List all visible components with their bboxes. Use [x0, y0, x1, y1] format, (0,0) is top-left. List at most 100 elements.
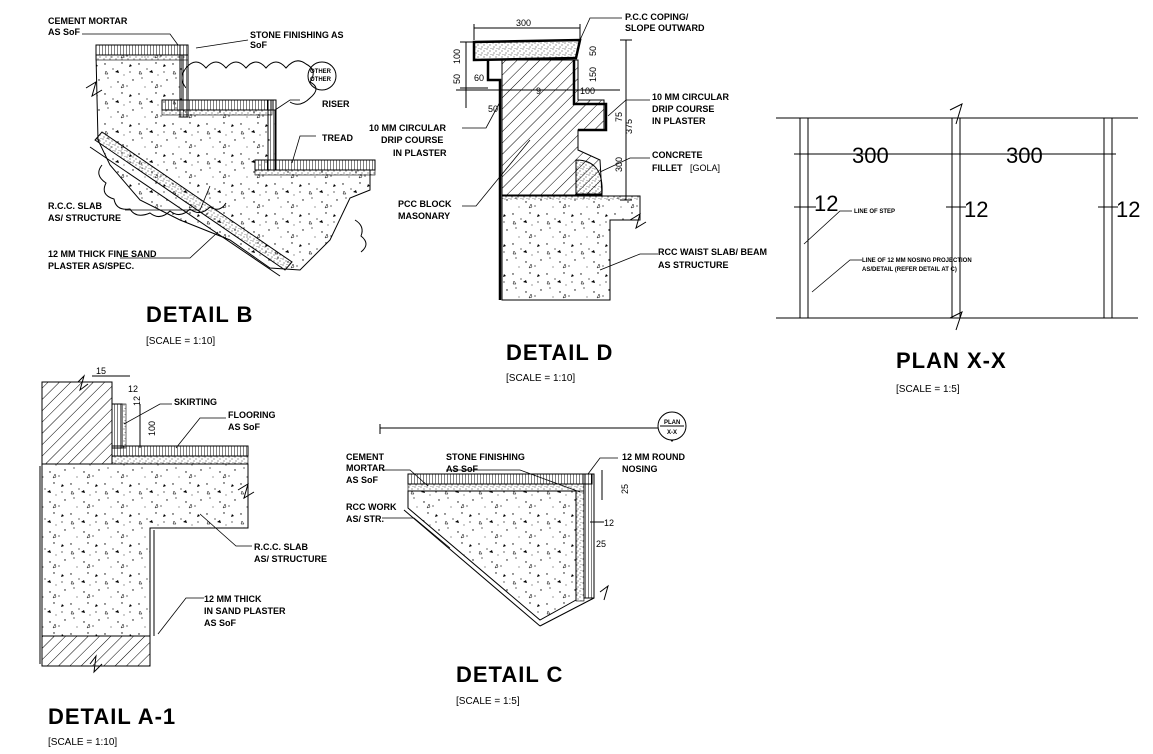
detail-b-label-plaster-1: 12 MM THICK FINE SAND — [48, 249, 157, 259]
detail-b-label-cement-mortar-2: AS SoF — [48, 27, 81, 37]
detail-d-dim-right-d: 375 — [624, 119, 634, 134]
detail-d-dim-left-c: 60 — [474, 73, 484, 83]
detail-d-dim-right-a: 50 — [588, 46, 598, 56]
detail-d-label-waist-1: RCC WAIST SLAB/ BEAM — [658, 247, 767, 257]
detail-d-label-block-1: PCC BLOCK — [398, 199, 452, 209]
detail-a1-title: DETAIL A-1 — [48, 704, 176, 729]
plan-nosing-note-1: LINE OF 12 MM NOSING PROJECTION — [862, 258, 972, 264]
detail-d-label-gola: [GOLA] — [690, 163, 720, 173]
plan-nosing-b: 12 — [964, 197, 988, 222]
detail-b-scale: [SCALE = 1:10] — [146, 336, 215, 347]
detail-b-mid-stone — [161, 99, 273, 111]
detail-d-label-fillet-2: FILLET — [652, 163, 683, 173]
plan-dim-b: 300 — [1006, 143, 1043, 168]
detail-d-dim-mid-b: 100 — [580, 86, 595, 96]
detail-a1-label-rcc-1: R.C.C. SLAB — [254, 542, 309, 552]
detail-a1-flooring — [111, 445, 249, 457]
detail-d-label-coping-1: P.C.C COPING/ — [625, 12, 689, 22]
detail-b-label-cement-mortar-1: CEMENT MORTAR — [48, 16, 128, 26]
detail-d-label-waist-2: AS STRUCTURE — [658, 260, 729, 270]
detail-d-waist-slab — [501, 195, 641, 301]
detail-c-title: DETAIL C — [456, 662, 563, 687]
detail-b-label-riser: RISER — [322, 99, 350, 109]
plan-line-of-step: LINE OF STEP — [854, 209, 895, 215]
detail-c-label-nosing-2: NOSING — [622, 464, 658, 474]
detail-a1-dim-c: 12 — [132, 396, 142, 406]
detail-b-top-stone — [95, 44, 189, 56]
detail-d-label-block-2: MASONARY — [398, 211, 450, 221]
detail-c-dim-b: 12 — [604, 518, 614, 528]
detail-b-label-other-1: OTHER — [310, 69, 332, 75]
detail-d: 300 100 50 60 50 9 100 50 150 75 375 300… — [369, 12, 767, 384]
detail-c-stone — [407, 473, 593, 485]
detail-c-label-rcc-1: RCC WORK — [346, 502, 397, 512]
detail-d-label-drip-r-1: 10 MM CIRCULAR — [652, 92, 730, 102]
detail-b-label-stone-2: SoF — [250, 40, 268, 50]
detail-a1-label-flooring-1: FLOORING — [228, 410, 276, 420]
detail-a1-dim-b: 12 — [128, 384, 138, 394]
detail-a1-label-rcc-2: AS/ STRUCTURE — [254, 554, 327, 564]
plan-scale: [SCALE = 1:5] — [896, 384, 960, 395]
plan-xx: 300 300 12 12 12 LINE OF STEP LINE OF 12… — [776, 103, 1140, 395]
detail-b-label-other-2: OTHER — [310, 77, 332, 83]
detail-a1-label-plaster-1: 12 MM THICK — [204, 594, 262, 604]
detail-d-dim-left-b: 50 — [452, 74, 462, 84]
detail-d-label-drip-r-2: DRIP COURSE — [652, 104, 714, 114]
detail-b-revision-cloud — [181, 60, 317, 105]
detail-a1: 15 12 12 100 SKIRTING FLOORING AS SoF R.… — [39, 366, 327, 748]
detail-b-low-stone — [254, 159, 376, 171]
detail-b: CEMENT MORTAR AS SoF STONE FINISHING AS … — [48, 16, 376, 347]
detail-d-dim-mid-a: 9 — [536, 86, 541, 96]
detail-c-label-mortar-3: AS SoF — [346, 475, 379, 485]
detail-d-label-drip-l-3: IN PLASTER — [393, 148, 447, 158]
detail-b-label-plaster-2: PLASTER AS/SPEC. — [48, 261, 134, 271]
detail-a1-label-plaster-3: AS SoF — [204, 618, 237, 628]
detail-b-title: DETAIL B — [146, 302, 253, 327]
detail-a1-skirting — [111, 403, 123, 449]
detail-c-label-mortar-2: MORTAR — [346, 463, 385, 473]
detail-d-coping — [472, 38, 582, 62]
detail-d-dim-right-c: 75 — [614, 112, 624, 122]
detail-d-dim-right-b: 150 — [588, 67, 598, 82]
detail-c-label-mortar-1: CEMENT — [346, 452, 385, 462]
detail-c-label-stone-2: AS SoF — [446, 464, 479, 474]
detail-a1-scale: [SCALE = 1:10] — [48, 737, 117, 748]
plan-dim-a: 300 — [852, 143, 889, 168]
detail-c-rcc — [407, 490, 577, 621]
detail-d-label-drip-l-2: DRIP COURSE — [381, 135, 443, 145]
detail-a1-label-skirting: SKIRTING — [174, 397, 217, 407]
detail-a1-dim-a: 15 — [96, 366, 106, 376]
plan-nosing-c: 12 — [1116, 197, 1140, 222]
plan-nosing-note-2: AS/DETAIL (REFER DETAIL AT C) — [862, 267, 957, 273]
detail-c-plan-tag-1: PLAN — [664, 420, 680, 426]
detail-d-dim-top: 300 — [516, 18, 531, 28]
detail-d-label-coping-2: SLOPE OUTWARD — [625, 23, 705, 33]
detail-d-label-drip-r-3: IN PLASTER — [652, 116, 706, 126]
detail-c: PLAN X-X 25 12 25 CEMENT MORTAR AS SoF S… — [346, 411, 687, 707]
detail-d-dim-right-e: 300 — [614, 157, 624, 172]
detail-d-scale: [SCALE = 1:10] — [506, 373, 575, 384]
detail-d-title: DETAIL D — [506, 340, 613, 365]
detail-d-dim-left-a: 100 — [452, 49, 462, 64]
detail-d-label-drip-l-1: 10 MM CIRCULAR — [369, 123, 447, 133]
detail-b-label-rcc-1: R.C.C. SLAB — [48, 201, 103, 211]
detail-c-dim-c: 25 — [596, 539, 606, 549]
detail-c-dim-a: 25 — [620, 484, 630, 494]
detail-c-label-stone-1: STONE FINISHING — [446, 452, 525, 462]
plan-title: PLAN X-X — [896, 348, 1007, 373]
detail-c-label-rcc-2: AS/ STR. — [346, 514, 384, 524]
detail-a1-slab — [41, 463, 249, 637]
detail-a1-label-flooring-2: AS SoF — [228, 422, 261, 432]
detail-b-label-stone-1: STONE FINISHING AS — [250, 30, 344, 40]
detail-a1-label-plaster-2: IN SAND PLASTER — [204, 606, 286, 616]
detail-c-label-nosing-1: 12 MM ROUND — [622, 452, 686, 462]
detail-a1-wall — [41, 381, 113, 465]
detail-a1-dim-d: 100 — [147, 421, 157, 436]
detail-d-dim-left-d: 50 — [488, 104, 498, 114]
detail-b-label-rcc-2: AS/ STRUCTURE — [48, 213, 121, 223]
plan-nosing-a: 12 — [814, 191, 838, 216]
detail-c-scale: [SCALE = 1:5] — [456, 696, 520, 707]
detail-d-label-fillet-1: CONCRETE — [652, 150, 703, 160]
detail-b-label-tread: TREAD — [322, 133, 353, 143]
